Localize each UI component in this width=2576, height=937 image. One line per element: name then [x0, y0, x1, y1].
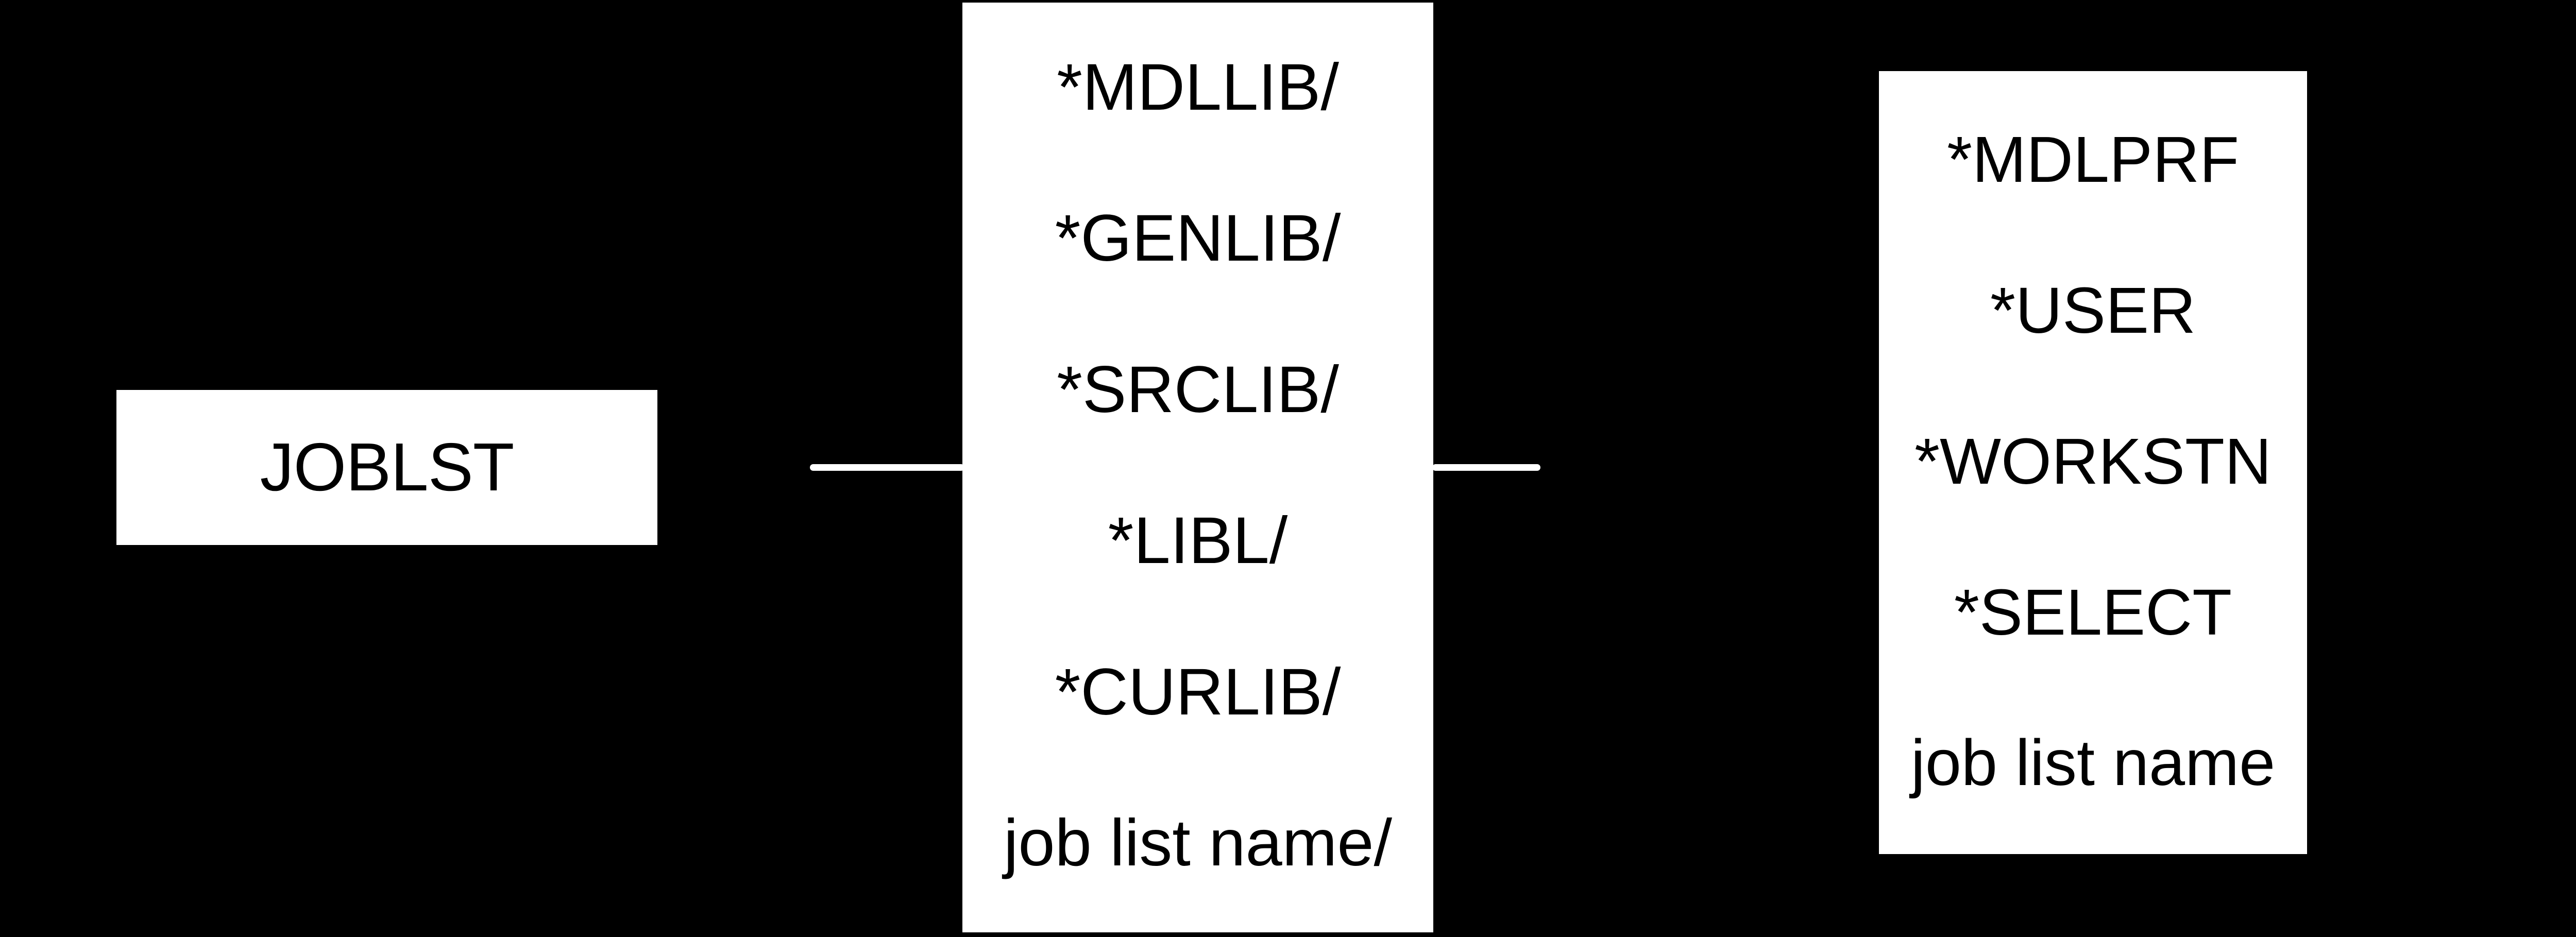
node-value-line-mdlprf: *MDLPRF — [1946, 123, 2240, 196]
node-value-line-select: *SELECT — [1954, 575, 2232, 649]
connector-joblst-to-qualifier — [810, 464, 964, 471]
node-qualifier-line-libl: *LIBL/ — [1108, 504, 1288, 578]
node-qualifier-line-job-list-name: job list name/ — [1003, 806, 1393, 880]
node-qualifier-line-srclib: *SRCLIB/ — [1057, 352, 1339, 427]
connector-qualifier-to-value — [1432, 464, 1540, 471]
node-joblst-line-0: JOBLST — [260, 429, 515, 505]
node-qualifier-line-genlib: *GENLIB/ — [1055, 201, 1341, 276]
node-qualifier-line-mdllib: *MDLLIB/ — [1057, 50, 1339, 124]
node-library-qualifier: *MDLLIB/ *GENLIB/ *SRCLIB/ *LIBL/ *CURLI… — [962, 3, 1433, 932]
node-value-choice: *MDLPRF *USER *WORKSTN *SELECT job list … — [1879, 71, 2307, 854]
node-value-line-workstn: *WORKSTN — [1914, 424, 2272, 498]
node-joblst: JOBLST — [116, 390, 657, 545]
node-qualifier-line-curlib: *CURLIB/ — [1055, 655, 1341, 729]
node-value-line-job-list-name: job list name — [1910, 726, 2276, 799]
node-value-line-user: *USER — [1990, 274, 2196, 347]
